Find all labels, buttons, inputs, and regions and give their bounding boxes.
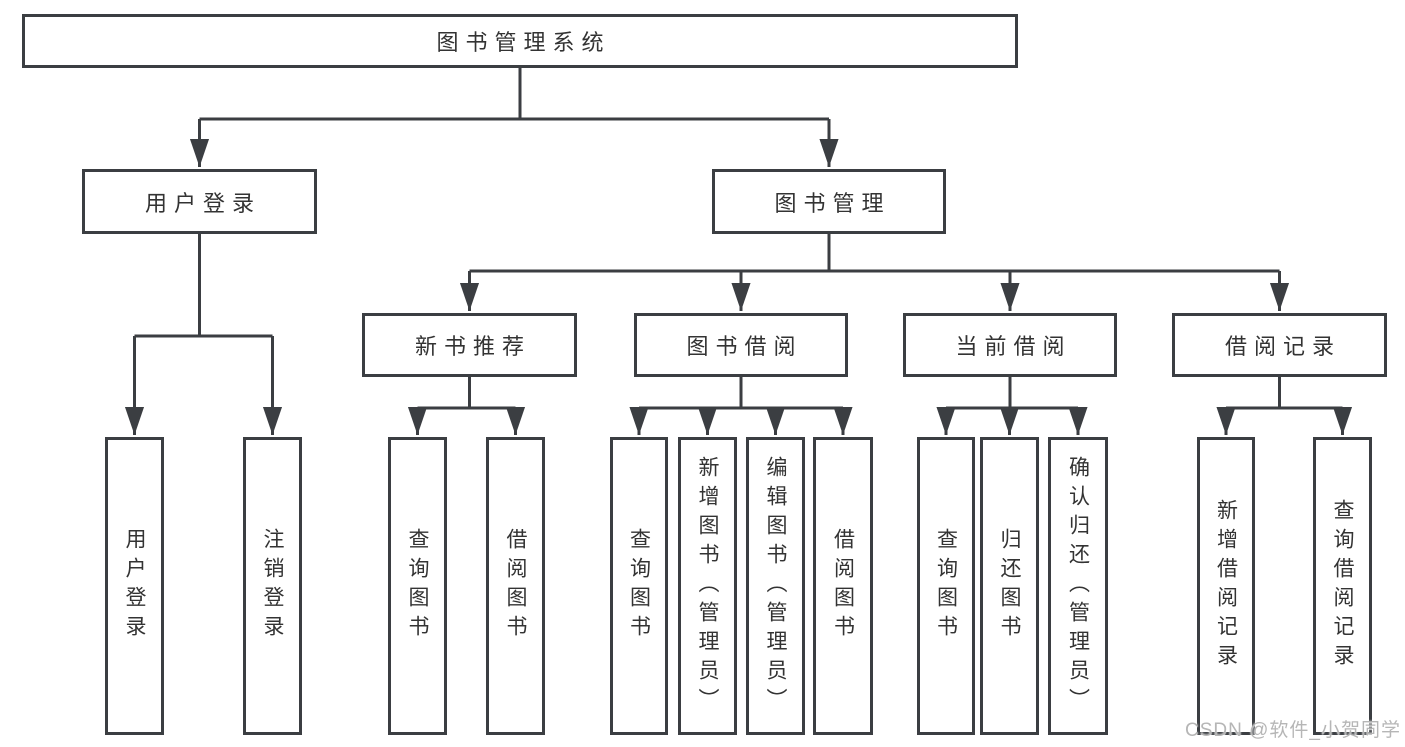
leaf-query-borrow-record: 查询借阅记录	[1313, 437, 1372, 735]
node-borrowing-records: 借阅记录	[1172, 313, 1387, 377]
node-book-borrowing: 图书借阅	[634, 313, 848, 377]
node-book-management: 图书管理	[712, 169, 946, 234]
leaf-logout: 注销登录	[243, 437, 302, 735]
node-user-login: 用户登录	[82, 169, 317, 234]
leaf-borrow-books-recommend: 借阅图书	[486, 437, 545, 735]
leaf-add-book-admin: 新增图书（管理员）	[678, 437, 737, 735]
node-library-management-system: 图书管理系统	[22, 14, 1018, 68]
leaf-query-books-borrowing: 查询图书	[610, 437, 668, 735]
node-new-book-recommendation: 新书推荐	[362, 313, 577, 377]
node-current-borrowing: 当前借阅	[903, 313, 1117, 377]
leaf-borrow-books-borrowing: 借阅图书	[813, 437, 873, 735]
leaf-user-login: 用户登录	[105, 437, 164, 735]
leaf-add-borrow-record: 新增借阅记录	[1197, 437, 1255, 735]
csdn-watermark: CSDN @软件_小贺同学	[1185, 720, 1401, 741]
leaf-edit-book-admin: 编辑图书（管理员）	[746, 437, 805, 735]
leaf-query-books-recommend: 查询图书	[388, 437, 447, 735]
leaf-query-books-current: 查询图书	[917, 437, 975, 735]
leaf-confirm-return-admin: 确认归还（管理员）	[1048, 437, 1108, 735]
leaf-return-books: 归还图书	[980, 437, 1039, 735]
